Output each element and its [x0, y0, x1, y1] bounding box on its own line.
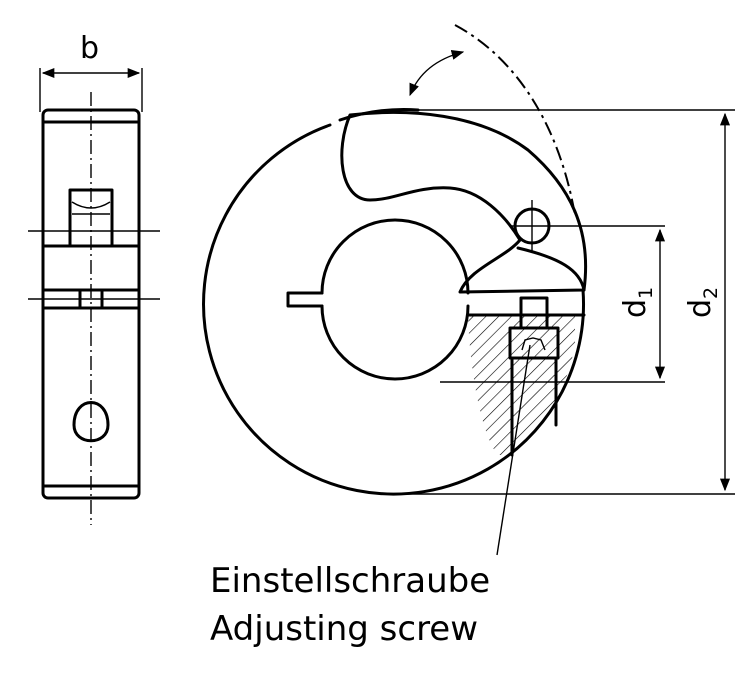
screw-socket-detail — [521, 337, 546, 351]
d2-letter: d — [683, 299, 718, 318]
outer-ring — [202, 123, 586, 496]
svg-text:d1: d1 — [618, 287, 657, 318]
adjusting-screw-head — [508, 326, 560, 360]
caption-english: Adjusting screw — [210, 609, 479, 649]
caption-german: Einstellschraube — [210, 561, 491, 601]
adjusting-screw-leader — [496, 344, 531, 556]
d2-index: 2 — [700, 287, 722, 299]
lever-swing-path — [454, 24, 576, 216]
d2-label: d2 — [683, 287, 722, 318]
svg-text:d2: d2 — [683, 287, 722, 318]
section-hatch — [468, 315, 575, 455]
d1-label: d1 — [618, 287, 657, 318]
width-label: b — [80, 31, 99, 66]
d1-letter: d — [618, 299, 653, 318]
side-view-release-hole — [72, 401, 110, 443]
bore-upper — [320, 218, 470, 295]
outer-ring-gap — [338, 108, 420, 122]
lever-cam — [516, 246, 586, 292]
front-view: d1 d2 — [202, 24, 735, 556]
swing-arrow — [409, 49, 465, 97]
d1-index: 1 — [635, 287, 657, 299]
bore-lower — [320, 304, 470, 381]
keyway — [286, 291, 324, 308]
side-view: b — [28, 31, 160, 525]
clamping-lever — [340, 110, 588, 294]
